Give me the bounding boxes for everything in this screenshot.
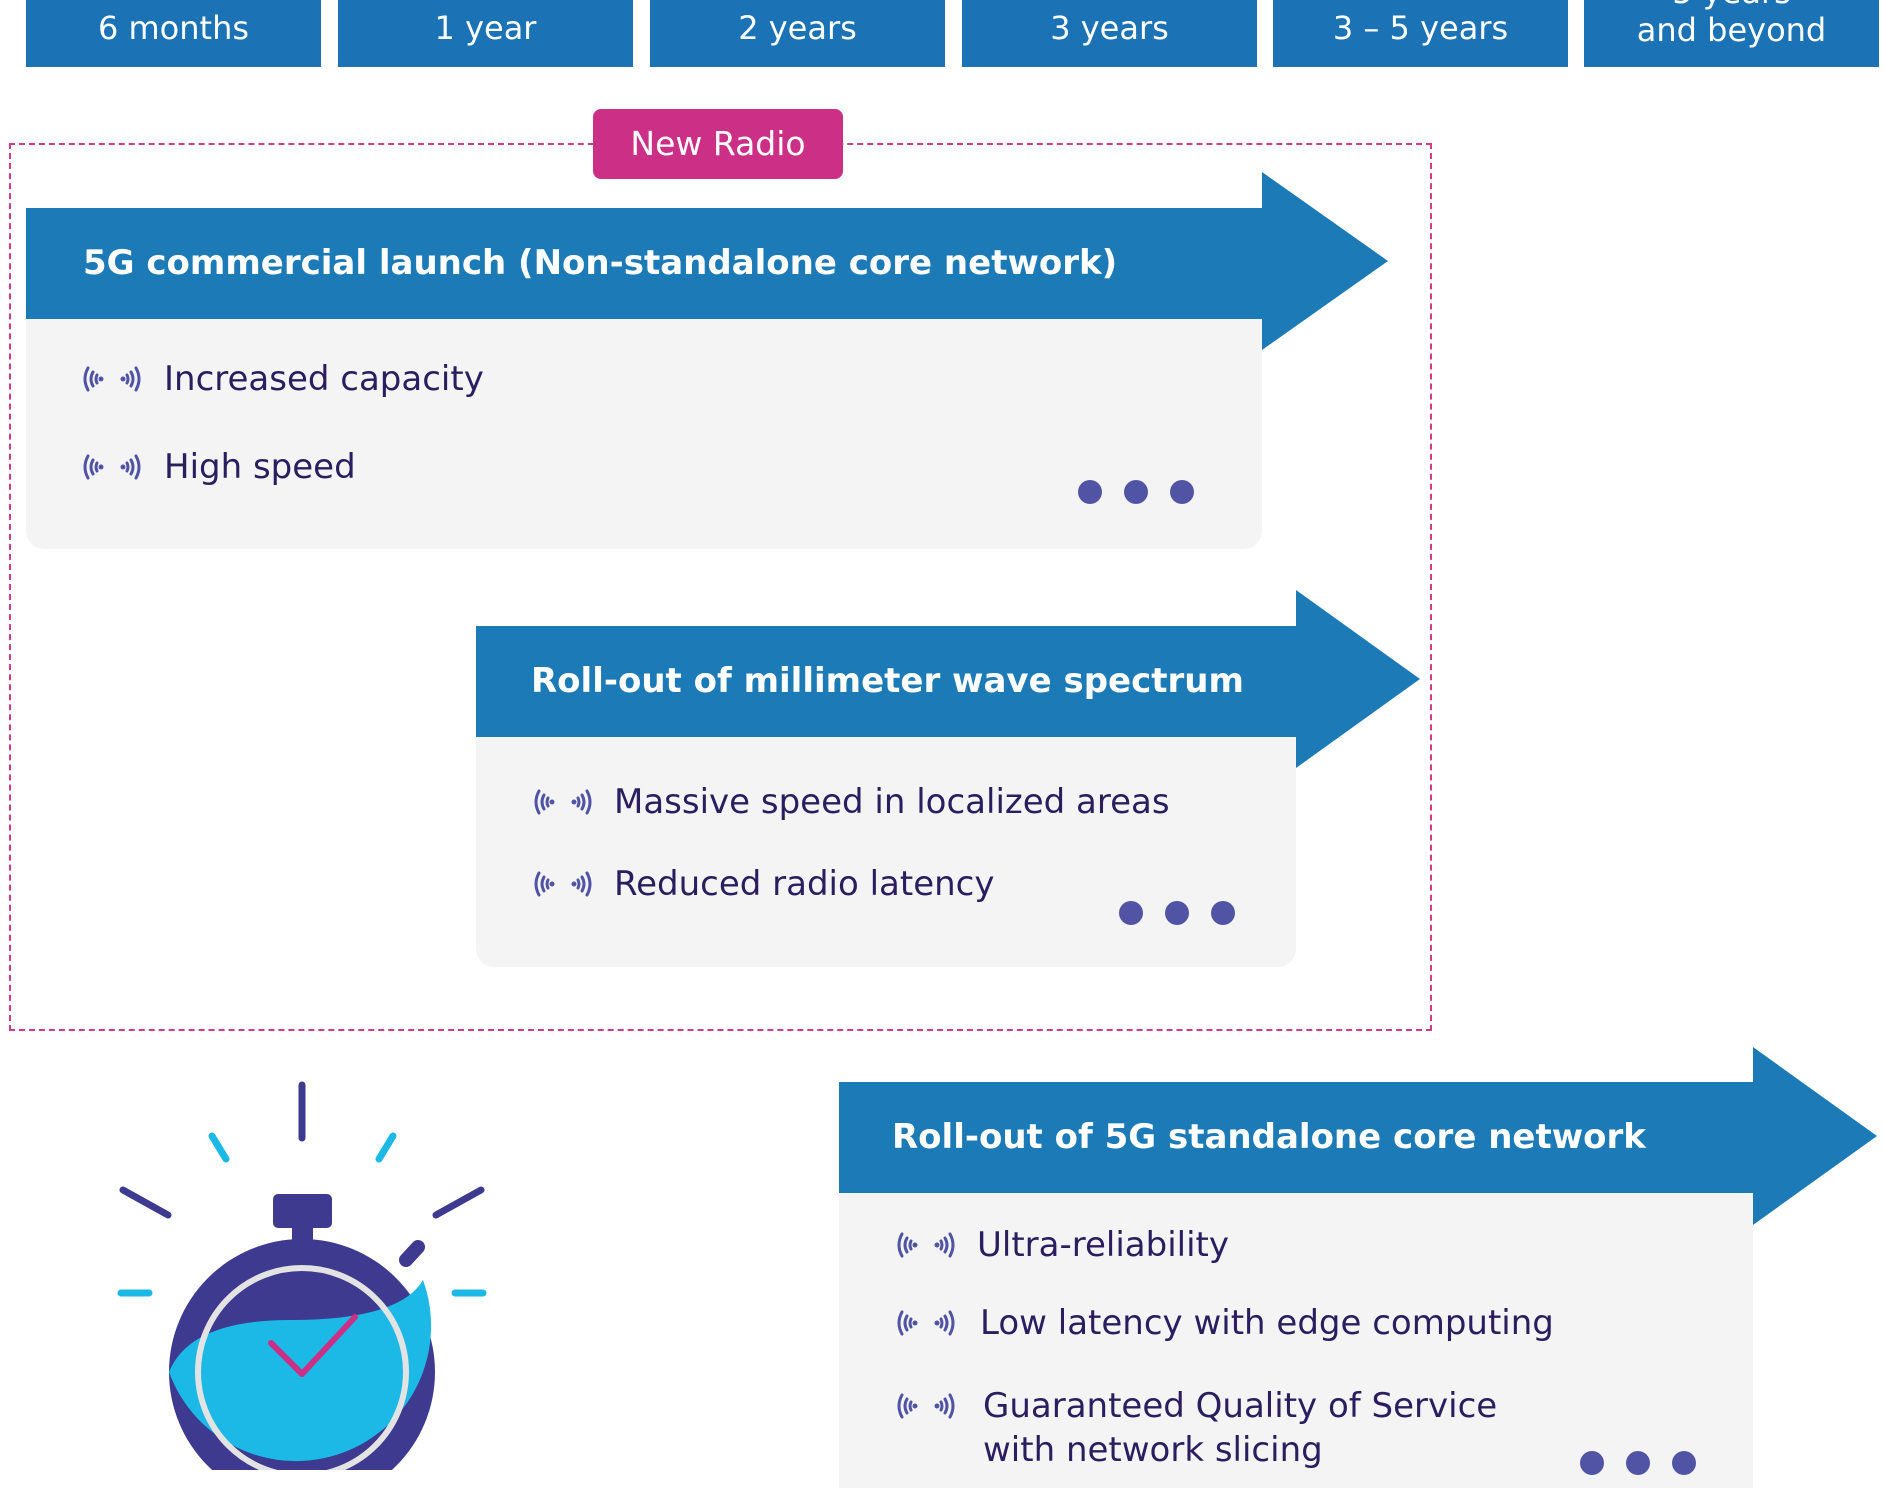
phase-1-arrow-head [1262,172,1388,350]
feature-label: High speed [164,447,356,487]
feature-label: Reduced radio latency [614,864,995,904]
timeline-label-line1: 5 years [1584,0,1879,11]
phase-2-card [476,712,1296,967]
timeline-3-5-years: 3 – 5 years [1273,0,1568,67]
signal-waves-icon [897,1393,955,1419]
phase-3-arrow-head [1753,1047,1877,1225]
phase-1-card [26,290,1262,549]
phase-2-banner: Roll-out of millimeter wave spectrum [476,626,1298,737]
timeline-label: 1 year [434,9,537,47]
feature-label: Low latency with edge computing [980,1303,1554,1343]
stopwatch-icon [117,1081,487,1470]
timeline-label-line2: and beyond [1636,11,1827,49]
signal-waves-icon [897,1310,955,1336]
timeline-6-months: 6 months [26,0,321,67]
ellipsis-dots-icon [1580,1449,1700,1477]
timeline-2-years: 2 years [650,0,945,67]
ellipsis-dots-icon [1119,899,1239,927]
phase-1-banner: 5G commercial launch (Non-standalone cor… [26,208,1264,319]
signal-waves-icon [83,454,141,480]
timeline-3-years: 3 years [962,0,1257,67]
signal-waves-icon [897,1232,955,1258]
timeline-5-years-beyond: 5 years and beyond [1584,0,1879,67]
timeline-label: 3 years [1050,9,1169,47]
phase-3-card [839,1168,1753,1488]
ellipsis-dots-icon [1078,478,1198,506]
new-radio-badge: New Radio [593,109,843,179]
phase-2-arrow-head [1296,590,1420,768]
feature-label: Ultra-reliability [977,1225,1229,1265]
phase-3-banner: Roll-out of 5G standalone core network [839,1082,1755,1193]
feature-label: Massive speed in localized areas [614,782,1170,822]
signal-waves-icon [534,871,592,897]
timeline-label: 3 – 5 years [1332,9,1509,47]
feature-label: Increased capacity [164,359,484,399]
timeline-label: 2 years [738,9,857,47]
timeline-1-year: 1 year [338,0,633,67]
feature-label-line2: with network slicing [983,1430,1323,1470]
signal-waves-icon [83,366,141,392]
signal-waves-icon [534,789,592,815]
timeline-label: 6 months [97,9,250,47]
feature-label-line1: Guaranteed Quality of Service [983,1386,1498,1426]
